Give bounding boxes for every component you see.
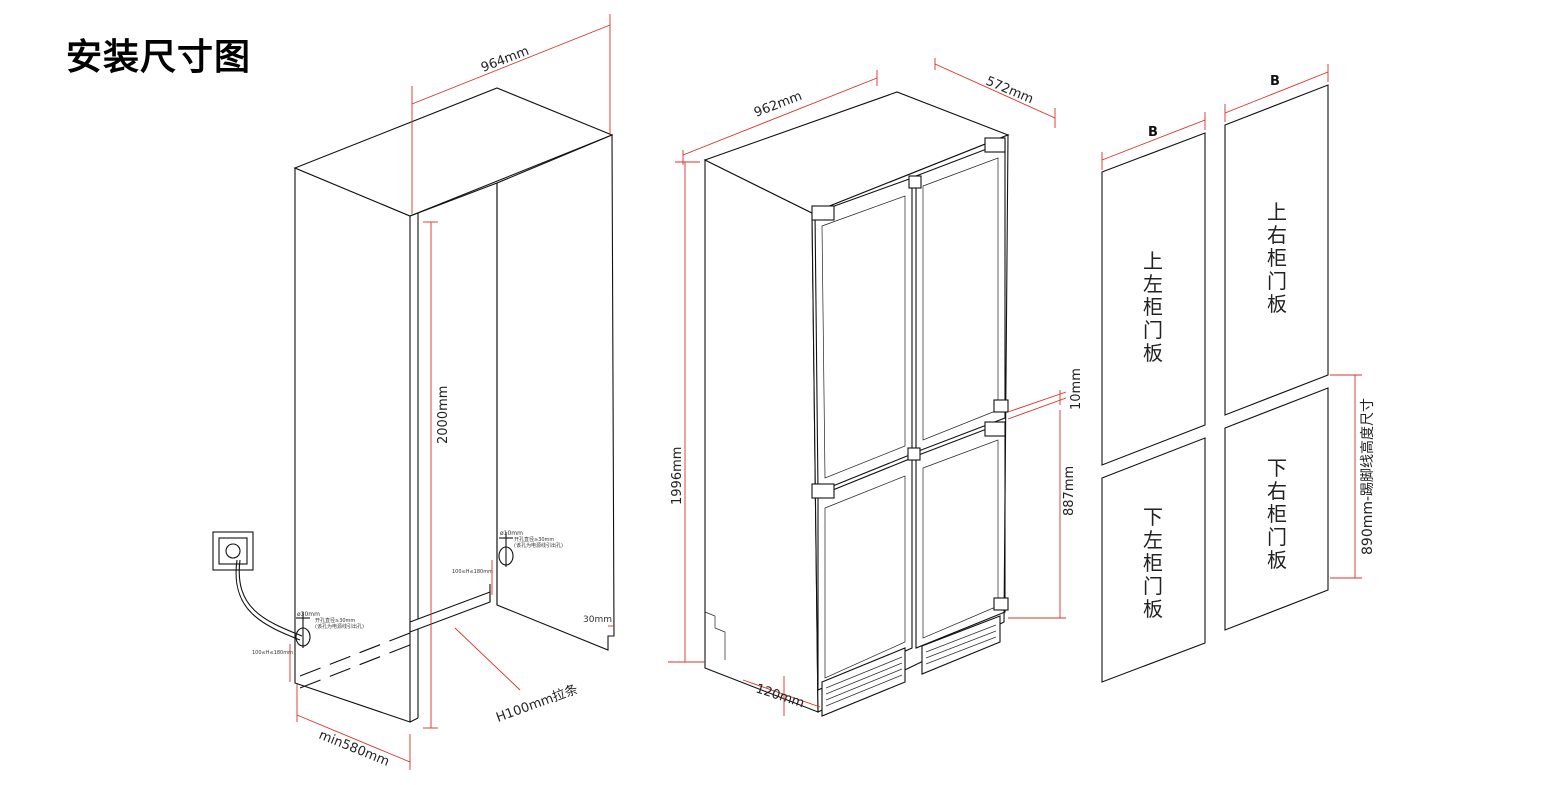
hole-note-left-1: 开孔直径≥30mm	[315, 617, 355, 624]
cabinet-height-label: 2000mm	[436, 386, 451, 444]
panel-char: 上	[1267, 200, 1287, 224]
fridge-height-label: 1996mm	[670, 447, 685, 505]
fridge-lower-label: 887mm	[1062, 466, 1077, 516]
panel-char: 左	[1143, 528, 1163, 552]
hole-left-label: ø30mm	[297, 611, 320, 618]
fridge-grille-right	[921, 615, 1001, 675]
cabinet-width-label: 964mm	[479, 44, 531, 76]
fridge-depth-label: 572mm	[983, 74, 1035, 107]
cabinet-drawing: ø30mm 开孔直径≥30mm (该孔为电源线引出孔) ø10mm 开孔直径≥3…	[212, 87, 615, 723]
panel-lower-height-label: 890mm-踢脚线高度尺寸	[1359, 398, 1376, 555]
panel-char: 下	[1143, 505, 1163, 529]
panel-char: 门	[1267, 269, 1287, 293]
power-cable	[235, 559, 301, 641]
fridge-left-side	[704, 159, 819, 713]
hole-height-right: 100≤H≤180mm	[452, 569, 493, 575]
cabinet-gap-label: 30mm	[583, 615, 612, 625]
panel-lower-right	[1224, 387, 1329, 631]
panel-char: 板	[1267, 548, 1287, 572]
cabinet-right-side	[496, 134, 615, 651]
fridge-door-lower-left	[817, 457, 913, 691]
panel-char: 门	[1267, 525, 1287, 549]
panel-b-left: B	[1148, 125, 1158, 140]
panel-upper-right	[1224, 84, 1329, 416]
panel-text-upper-right: 上 右 柜 门 板	[1267, 200, 1287, 316]
panel-text-upper-left: 上 左 柜 门 板	[1143, 249, 1163, 365]
cabinet-strip-label: H100mm拉条	[494, 681, 580, 725]
socket-inner	[218, 537, 248, 565]
fridge-width-label: 962mm	[752, 89, 804, 121]
panel-text-lower-left: 下 左 柜 门 板	[1143, 505, 1163, 621]
door-panels: B B 890mm-踢脚线高度尺寸 上 左 柜 门 板 下 左 柜 门 板 上 …	[1101, 64, 1376, 683]
panel-char: 柜	[1267, 502, 1287, 526]
panel-char: 柜	[1143, 551, 1163, 575]
panel-char: 左	[1143, 272, 1163, 296]
fridge-door-lower-right	[915, 421, 1006, 649]
panel-char: 右	[1267, 223, 1287, 247]
panel-char: 上	[1143, 249, 1163, 273]
panel-char: 板	[1267, 292, 1287, 316]
fridge-door-upper-right	[915, 141, 1006, 453]
page-title: 安装尺寸图	[66, 37, 252, 78]
fridge-front	[811, 134, 1009, 713]
panel-char: 门	[1143, 574, 1163, 598]
cabinet-depth-label: min580mm	[317, 728, 392, 770]
panel-upper-left	[1101, 132, 1206, 466]
hole-height-left: 100≤H≤180mm	[252, 650, 293, 656]
panel-char: 下	[1267, 456, 1287, 480]
panel-char: 右	[1267, 479, 1287, 503]
panel-char: 门	[1143, 318, 1163, 342]
panel-text-lower-right: 下 右 柜 门 板	[1267, 456, 1287, 572]
panel-char: 板	[1143, 597, 1163, 621]
hole-right-label: ø10mm	[500, 530, 523, 537]
fridge-grille-slats	[825, 624, 997, 707]
cabinet-strip	[409, 591, 491, 633]
panel-char: 柜	[1143, 295, 1163, 319]
panel-char: 板	[1143, 341, 1163, 365]
panel-lower-left	[1101, 437, 1206, 683]
cabinet-left-side	[294, 167, 411, 723]
fridge-drawing	[703, 91, 1010, 717]
hole-note-right-2: (该孔为电源线引出孔)	[514, 542, 563, 549]
panel-b-right: B	[1270, 74, 1280, 89]
panel-char: 柜	[1267, 246, 1287, 270]
fridge-gap-label: 10mm	[1069, 368, 1084, 410]
hole-note-right-1: 开孔直径≥30mm	[514, 536, 554, 543]
hole-note-left-2: (该孔为电源线引出孔)	[315, 623, 364, 630]
